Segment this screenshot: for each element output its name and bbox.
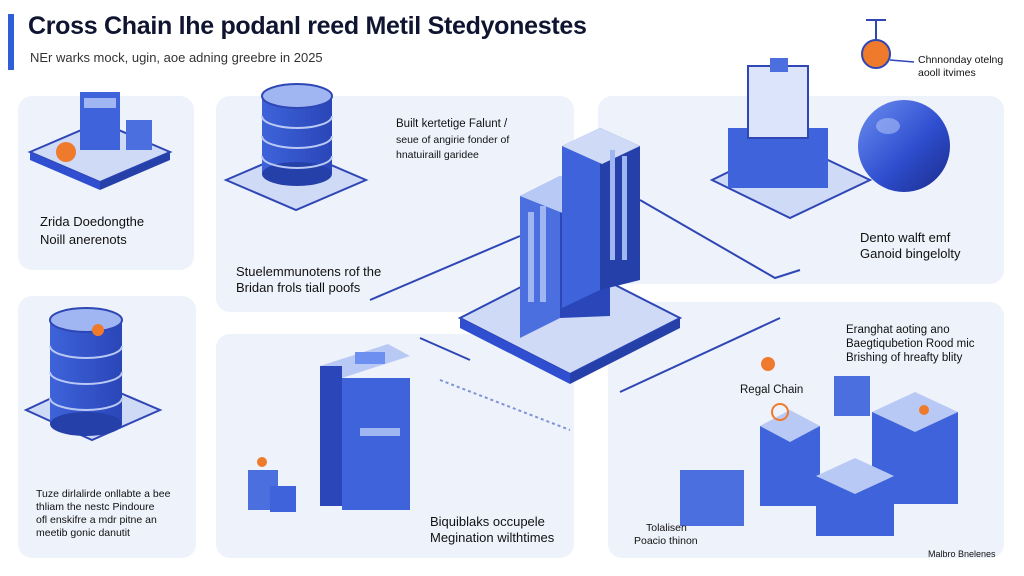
page-subtitle: NEr warks mock, ugin, aoe adning greebre…	[30, 50, 323, 65]
label-top-right-1: Dento walft emf	[860, 230, 951, 245]
label-top-left-1: Zrida Doedongthe	[40, 214, 145, 229]
label-top-mid-a-3: hnatuiraill garidee	[396, 149, 479, 161]
title-accent-bar	[8, 14, 14, 70]
label-top-mid-b-1: Stuelemmunotens rof the	[236, 264, 382, 279]
label-top-right-2: Ganoid bingelolty	[860, 246, 961, 261]
connection-lines	[369, 199, 801, 431]
tall-server-box	[248, 344, 410, 512]
label-bottom-right-a-1: Eranghat aoting ano	[846, 324, 950, 336]
label-bottom-left-1: Tuze dirlalirde onllabte a bee	[36, 488, 171, 500]
label-top-mid-a-2: seue of angirie fonder of	[396, 134, 510, 146]
central-tower	[457, 128, 683, 384]
label-bottom-right-a-2: Baegtiqubetion Rood mic	[846, 338, 975, 350]
callout-top-right-1: Chnnonday otelng	[918, 54, 1004, 66]
label-regal-chain: Regal Chain	[740, 384, 804, 396]
machine-and-sphere	[709, 19, 950, 220]
label-bottom-mid-2: Megination wilthtimes	[430, 530, 555, 545]
corner-credit: Malbro Bnelenes	[928, 549, 996, 559]
label-bottom-left-3: ofl enskifre a mdr pitne an	[36, 514, 157, 526]
callout-top-right-2: aooll itvimes	[918, 67, 976, 79]
page-title: Cross Chain lhe podanl reed Metil Stedyo…	[28, 12, 587, 40]
label-top-mid-b-2: Bridan frols tiall poofs	[236, 280, 361, 295]
label-bottom-right-a-3: Brishing of hreafty blity	[846, 352, 963, 364]
cube-city	[680, 357, 958, 536]
database-stack-bottom	[23, 307, 163, 442]
label-bottom-left-2: thliam the nestc Pindoure	[36, 501, 155, 513]
label-bottom-mid-1: Biquiblaks occupele	[430, 514, 545, 529]
label-bottom-right-c-2: Poacio thinon	[634, 535, 698, 547]
database-stack-top	[223, 83, 369, 212]
label-bottom-left-4: meetib gonic danutit	[36, 527, 130, 539]
label-top-mid-a-1: Built kertetige Falunt /	[396, 118, 508, 130]
label-top-left-2: Noill anerenots	[40, 232, 127, 247]
top-left-platform	[27, 92, 173, 190]
label-bottom-right-c-1: Tolalisen	[646, 522, 687, 534]
